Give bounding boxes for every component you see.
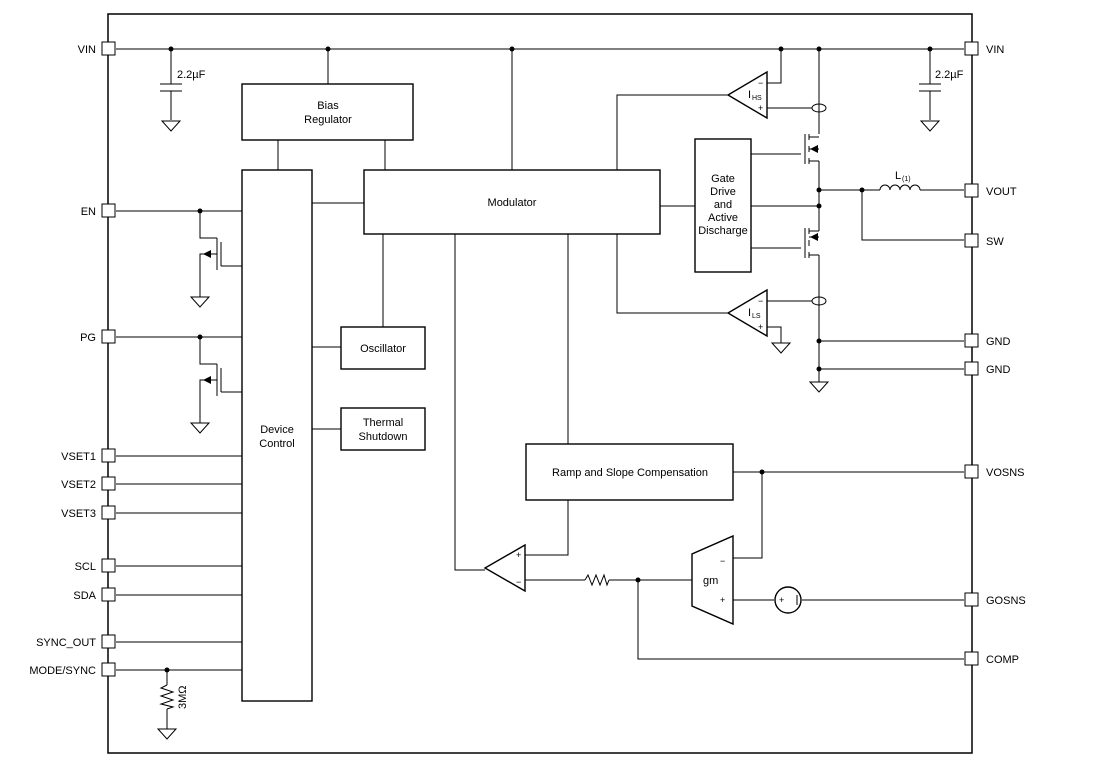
modulator-block (363, 169, 661, 235)
pin-label-vout: VOUT (986, 186, 1017, 198)
gate-drive-label-1: Gate (711, 173, 735, 185)
gate-drive-block (694, 138, 752, 273)
oscillator-label: Oscillator (360, 343, 406, 355)
capacitor-left (160, 83, 182, 92)
ihs-label-sub: HS (752, 95, 762, 102)
thermal-shutdown-label-1: Thermal (363, 417, 403, 429)
device-control-block (241, 169, 313, 702)
left-pins (101, 41, 116, 677)
junctions (164, 46, 933, 673)
inductor (879, 184, 921, 191)
pin-label-sda: SDA (73, 590, 96, 602)
device-control-label-1: Device (260, 424, 294, 436)
bias-regulator-block (241, 83, 414, 141)
en-fet-arrow (203, 250, 211, 258)
source-plus: + (779, 595, 784, 605)
capacitor-right (919, 83, 941, 92)
comparator-minus: − (516, 577, 521, 587)
pin-label-mode-sync: MODE/SYNC (29, 665, 96, 677)
ihs-amplifier (726, 70, 768, 120)
gate-drive-label-5: Discharge (698, 225, 748, 237)
chip-outline (107, 13, 973, 754)
ils-plus: + (758, 322, 763, 332)
pin-label-gnd-2: GND (986, 364, 1011, 376)
resistor-label: 3MΩ (177, 685, 189, 709)
ils-amplifier (726, 288, 768, 338)
pin-label-comp: COMP (986, 654, 1019, 666)
gate-drive-label-2: Drive (710, 186, 736, 198)
pin-label-sw: SW (986, 236, 1004, 248)
ihs-plus: + (758, 103, 763, 113)
ls-fet-arrow (810, 233, 818, 241)
modulator-label: Modulator (488, 197, 537, 209)
pin-label-pg: PG (80, 332, 96, 344)
comparator-plus: + (516, 550, 521, 560)
ils-label-sub: LS (752, 313, 761, 320)
gm-minus: − (720, 556, 725, 566)
capacitor-left-value: 2.2µF (177, 69, 206, 81)
pin-label-scl: SCL (75, 561, 96, 573)
pin-label-gnd-1: GND (986, 336, 1011, 348)
ils-label: I (748, 307, 751, 319)
gate-drive-label-3: and (714, 199, 732, 211)
device-control-label-2: Control (259, 438, 294, 450)
thermal-shutdown-label-2: Shutdown (359, 431, 408, 443)
ihs-label: I (748, 89, 751, 101)
pin-label-en: EN (81, 206, 96, 218)
inductor-label-sub: (1) (902, 176, 911, 183)
ground-symbols (156, 120, 941, 740)
bias-regulator-label-2: Regulator (304, 114, 352, 126)
pin-label-vset2: VSET2 (61, 479, 96, 491)
capacitor-right-value: 2.2µF (935, 69, 964, 81)
pin-label-vin-right: VIN (986, 44, 1004, 56)
gm-plus: + (720, 595, 725, 605)
right-pins (964, 41, 979, 666)
wires (116, 48, 964, 729)
gm-amplifier (691, 534, 734, 626)
bias-regulator-label-1: Bias (317, 100, 339, 112)
pulldown-resistor (159, 684, 175, 710)
ramp-slope-block (525, 443, 734, 501)
reference-source (774, 586, 802, 614)
pin-label-vosns: VOSNS (986, 467, 1025, 479)
comp-resistor (584, 573, 610, 587)
pin-label-vset1: VSET1 (61, 451, 96, 463)
ils-minus: − (758, 296, 763, 306)
hs-current-sense (811, 103, 827, 113)
gate-drive-label-4: Active (708, 212, 738, 224)
pwm-comparator (483, 543, 526, 593)
pin-label-gosns: GOSNS (986, 595, 1026, 607)
pin-label-vin-left: VIN (78, 44, 96, 56)
gm-label: gm (703, 575, 718, 587)
oscillator-block (340, 326, 426, 370)
pg-fet-arrow (203, 376, 211, 384)
thermal-shutdown-block (340, 407, 426, 451)
hs-fet-arrow (810, 145, 818, 153)
ls-current-sense (811, 296, 827, 306)
pin-label-vset3: VSET3 (61, 508, 96, 520)
inductor-label: L (895, 170, 901, 182)
ramp-slope-label: Ramp and Slope Compensation (552, 467, 708, 479)
pin-label-sync-out: SYNC_OUT (36, 637, 96, 649)
ihs-minus: − (758, 78, 763, 88)
